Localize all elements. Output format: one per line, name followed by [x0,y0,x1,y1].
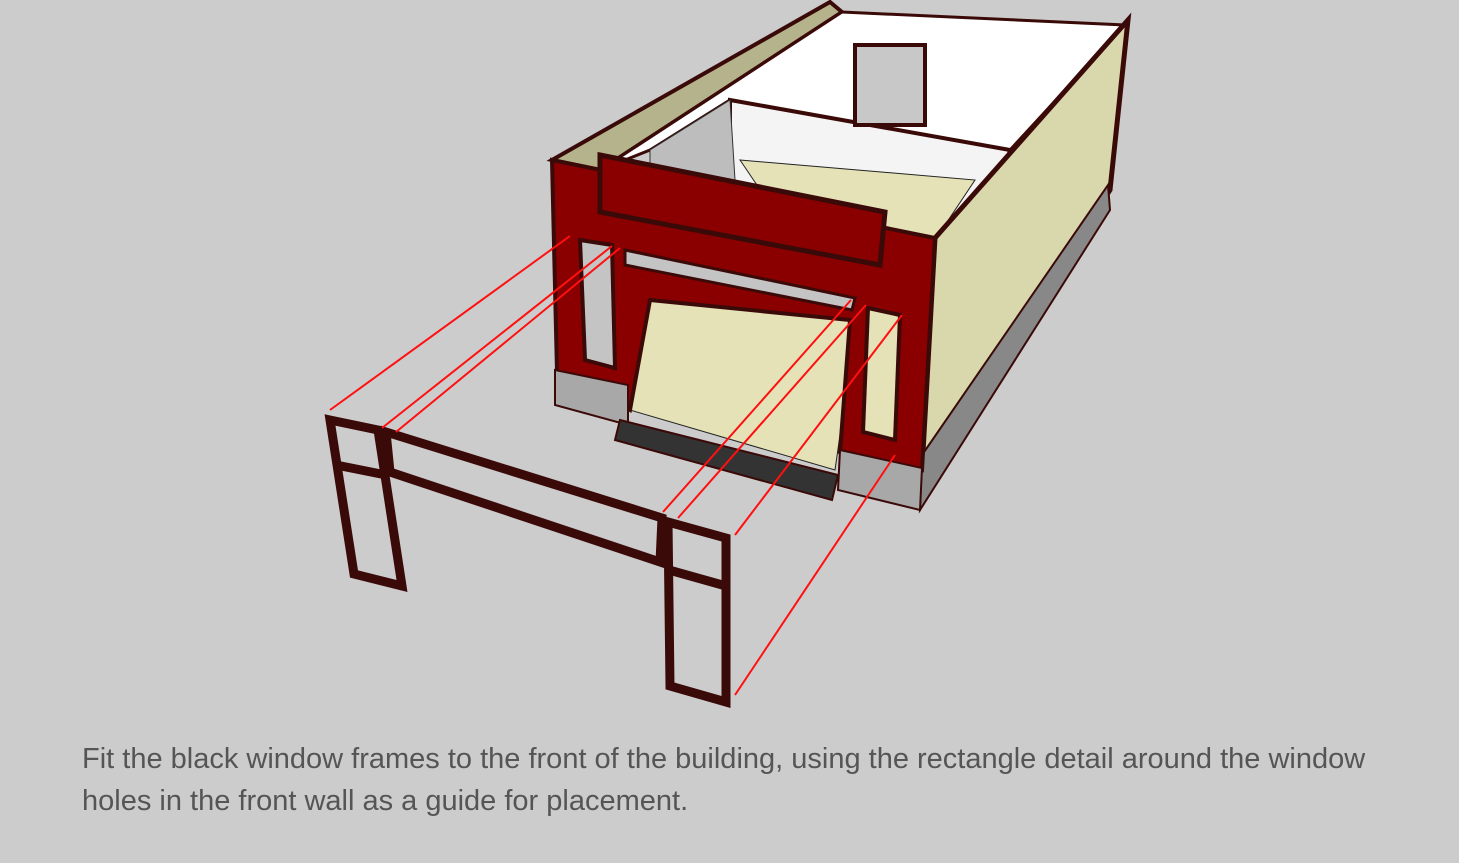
door-step [613,418,840,502]
window-frame-transom [380,425,667,569]
right-window-hole [860,305,903,443]
window-frame-left [324,414,408,593]
left-window-hole [577,237,618,371]
back-door [853,43,927,127]
stone-base-right [836,448,924,512]
instruction-caption: Fit the black window frames to the front… [82,743,1366,817]
transom-hole [623,248,857,312]
window-frame-right [663,516,731,708]
sign-board [597,151,888,268]
guide-lines [329,235,903,696]
